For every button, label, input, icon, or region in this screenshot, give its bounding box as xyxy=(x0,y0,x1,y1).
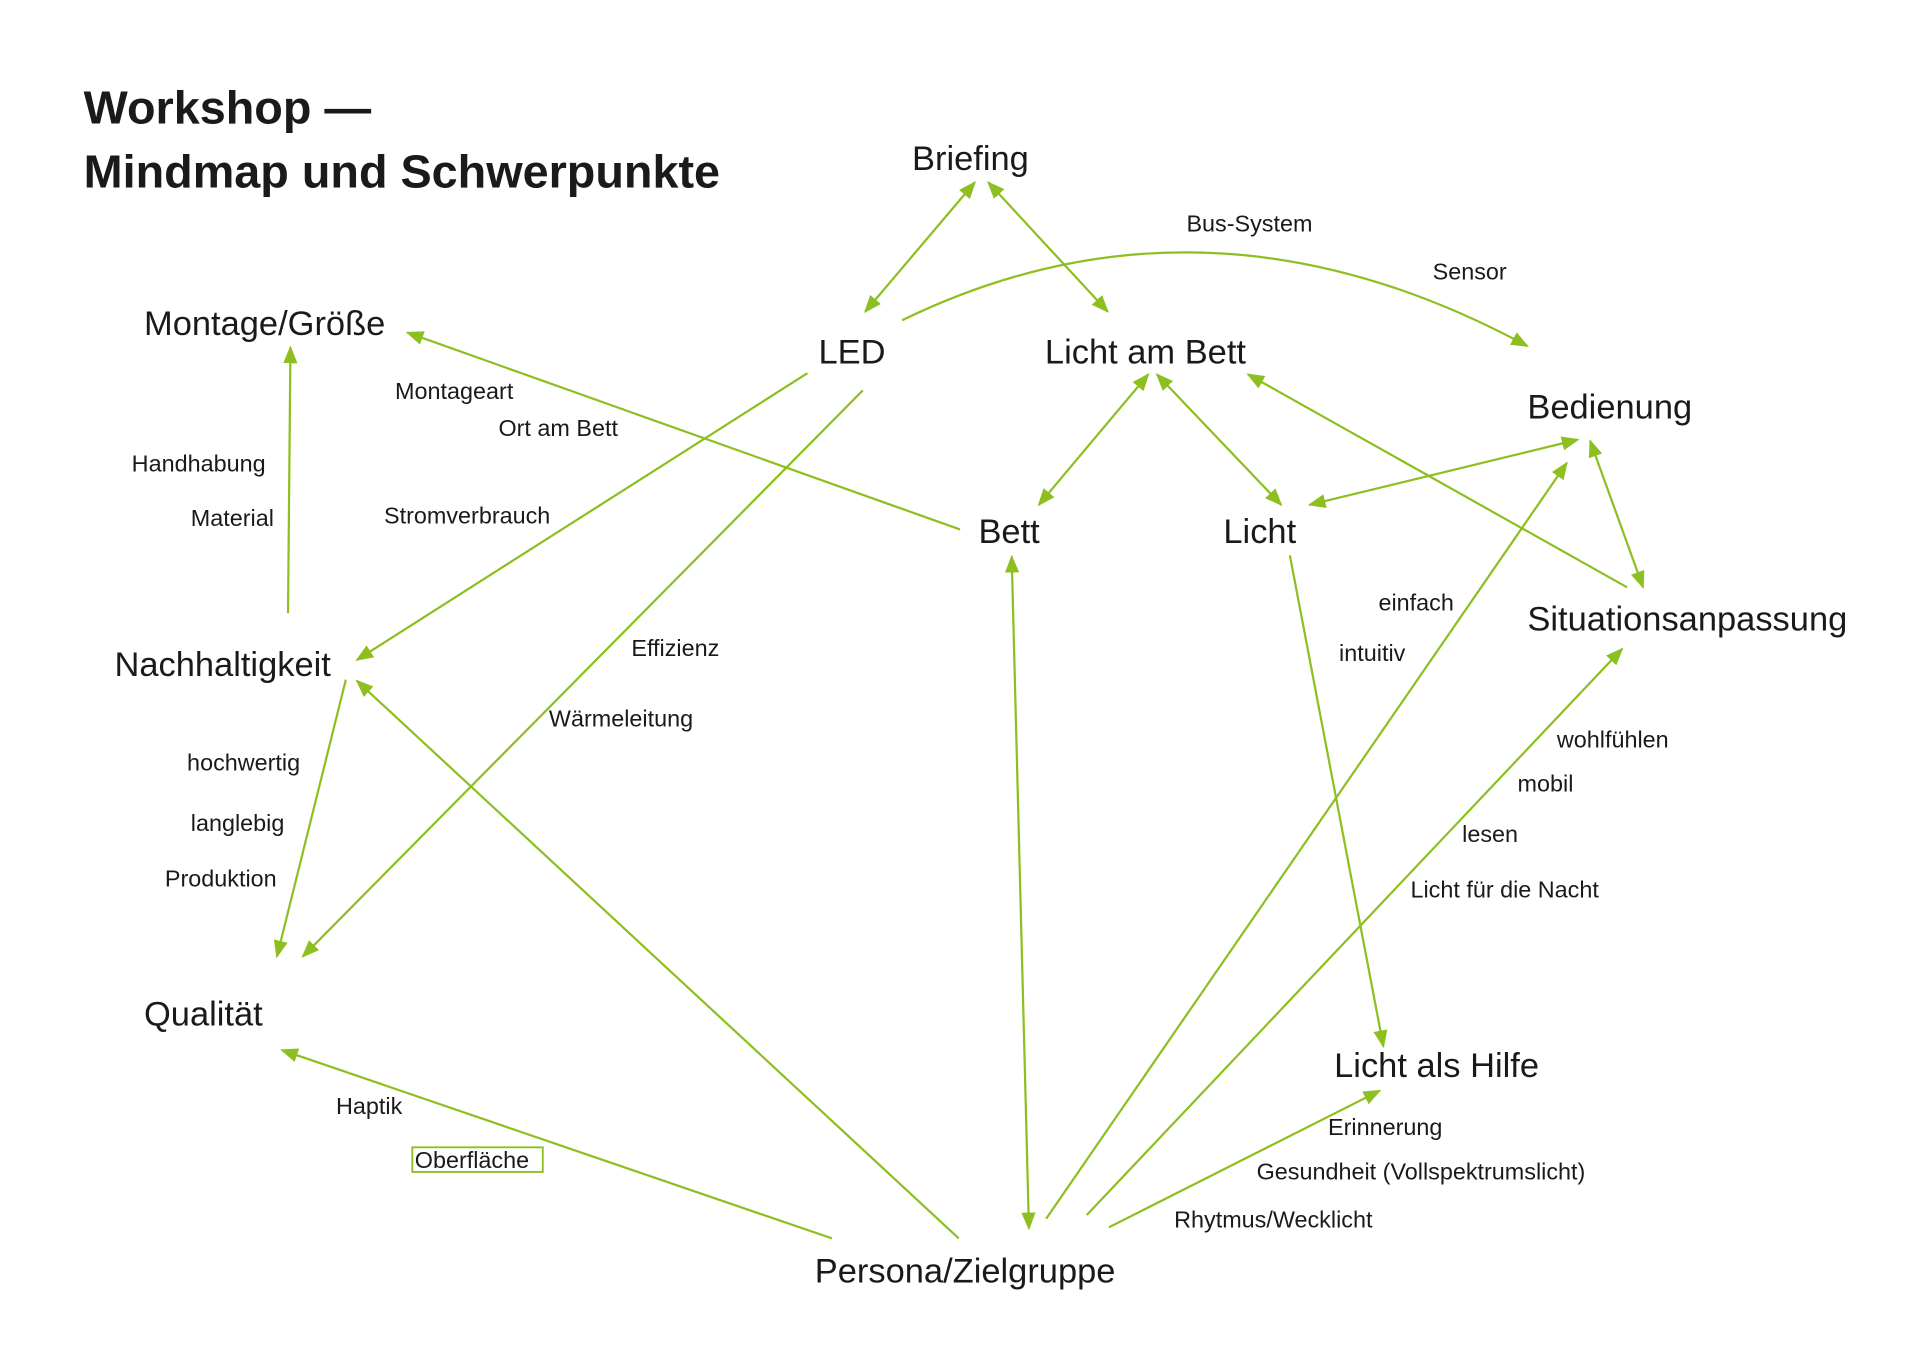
node-situation: Situationsanpassung xyxy=(1527,600,1847,638)
label-material: Material xyxy=(191,505,274,531)
edge-persona-qualitaet xyxy=(280,1048,833,1240)
label-nacht: Licht für die Nacht xyxy=(1410,876,1599,902)
title-line-2: Mindmap und Schwerpunkte xyxy=(84,145,720,197)
title-line-1: Workshop — xyxy=(84,81,372,133)
node-licht: Licht xyxy=(1223,513,1296,551)
label-rhytmus: Rhytmus/Wecklicht xyxy=(1174,1206,1373,1232)
label-produktion: Produktion xyxy=(165,865,277,891)
label-langlebig: langlebig xyxy=(191,810,285,836)
label-gesundheit: Gesundheit (Vollspektrumslicht) xyxy=(1257,1158,1586,1184)
label-effizienz: Effizienz xyxy=(631,635,719,661)
label-ort: Ort am Bett xyxy=(498,415,618,441)
edge-led-nachhaltigkeit xyxy=(355,372,808,661)
label-handhabung: Handhabung xyxy=(132,451,266,477)
node-nachhaltigkeit: Nachhaltigkeit xyxy=(114,646,331,684)
label-sensor: Sensor xyxy=(1433,259,1507,285)
label-haptik: Haptik xyxy=(336,1093,403,1119)
node-licht-hilfe: Licht als Hilfe xyxy=(1334,1047,1539,1085)
label-hochwertig: hochwertig xyxy=(187,750,300,776)
edge-situation-licht-am-bett xyxy=(1246,373,1628,589)
label-oberflaeche: Oberfläche xyxy=(415,1147,529,1173)
node-montage: Montage/Größe xyxy=(144,305,385,343)
label-einfach: einfach xyxy=(1378,590,1453,616)
edge-bedienung-licht xyxy=(1307,436,1580,508)
label-intuitiv: intuitiv xyxy=(1339,640,1406,666)
edge-licht-licht-hilfe xyxy=(1288,555,1388,1049)
node-persona: Persona/Zielgruppe xyxy=(815,1253,1116,1291)
edge-licht-am-bett-licht xyxy=(1155,373,1283,507)
edge-persona-licht-hilfe xyxy=(1108,1089,1382,1229)
edge-persona-nachhaltigkeit xyxy=(355,679,960,1240)
node-qualitaet: Qualität xyxy=(144,995,263,1033)
edge-nachhaltigkeit-qualitaet xyxy=(273,679,347,959)
label-wohlfuehlen: wohlfühlen xyxy=(1556,726,1669,752)
edge-bedienung-situation xyxy=(1588,439,1645,589)
label-lesen: lesen xyxy=(1462,821,1518,847)
edge-persona-situation xyxy=(1085,647,1624,1216)
highlight-box xyxy=(411,1146,544,1173)
edge-bett-montage xyxy=(405,331,961,531)
label-bus: Bus-System xyxy=(1186,211,1312,237)
edge-licht-am-bett-bett xyxy=(1037,373,1150,507)
node-bett: Bett xyxy=(978,513,1040,551)
edges xyxy=(273,181,1645,1240)
edge-led-qualitaet xyxy=(301,389,864,958)
node-briefing: Briefing xyxy=(912,140,1029,178)
edge-led-bedienung-bus xyxy=(901,251,1529,348)
label-waerme: Wärmeleitung xyxy=(549,705,693,731)
edge-persona-bett xyxy=(1005,554,1036,1231)
label-mobil: mobil xyxy=(1518,771,1574,797)
edge-persona-bedienung xyxy=(1045,461,1568,1220)
edge-briefing-licht-am-bett xyxy=(987,181,1109,313)
node-licht-am-bett: Licht am Bett xyxy=(1045,333,1246,371)
node-led: LED xyxy=(818,333,885,371)
edge-nachhaltigkeit-montage xyxy=(283,345,298,614)
edge-briefing-led xyxy=(864,181,976,313)
node-bedienung: Bedienung xyxy=(1527,389,1692,427)
label-montageart: Montageart xyxy=(395,378,514,404)
label-erinnerung: Erinnerung xyxy=(1328,1114,1442,1140)
label-strom: Stromverbrauch xyxy=(384,502,550,528)
